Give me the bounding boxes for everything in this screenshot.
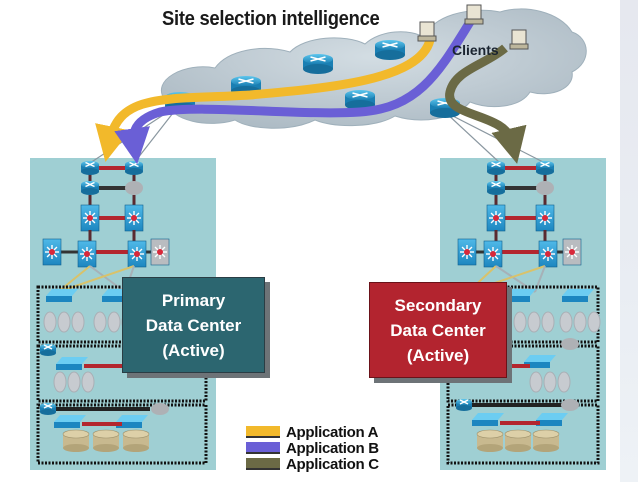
clients-label: Clients xyxy=(452,42,499,58)
primary-dc-label: Primary Data Center (Active) xyxy=(122,277,265,373)
legend-item-application-b: Application B xyxy=(246,439,379,457)
access-switch-icon xyxy=(116,415,148,428)
primary-dc-line1: Primary xyxy=(161,290,226,310)
access-switch-icon xyxy=(54,415,86,428)
access-switch-icon xyxy=(46,289,78,302)
primary-dc-line3: (Active) xyxy=(162,340,225,360)
aggregation-switch-icon xyxy=(127,240,147,268)
server-icon xyxy=(57,311,71,333)
secondary-dc-line2: Data Center xyxy=(390,320,486,340)
core-switch-icon xyxy=(535,204,555,232)
diagram-title: Site selection intelligence xyxy=(162,8,380,30)
server-icon xyxy=(93,311,107,333)
secondary-dc-line3: (Active) xyxy=(406,345,470,365)
load-balancer-icon xyxy=(40,344,56,356)
firewall-icon xyxy=(536,181,554,195)
aggregation-switch-icon xyxy=(538,240,558,268)
flow-application-c xyxy=(445,44,527,164)
client-pc-icon xyxy=(464,4,484,25)
server-icon xyxy=(81,371,95,393)
core-switch-icon xyxy=(486,204,506,232)
side-scroll-band xyxy=(620,0,638,482)
storage-icon xyxy=(476,429,504,452)
legend-swatch-a xyxy=(246,426,280,438)
access-switch-icon xyxy=(562,289,594,302)
server-icon xyxy=(587,311,601,333)
load-balancer-icon xyxy=(40,403,56,415)
edge-router-icon xyxy=(81,161,99,175)
server-icon xyxy=(543,371,557,393)
client-pc-icon xyxy=(417,21,437,42)
aggregation-switch-icon xyxy=(77,240,97,268)
legend-swatch-c xyxy=(246,458,280,470)
server-icon xyxy=(513,311,527,333)
firewall-icon xyxy=(125,181,143,195)
legend-label: Application C xyxy=(286,455,379,473)
secondary-dc-line1: Secondary xyxy=(394,295,482,315)
edge-router-icon xyxy=(536,161,554,175)
core-switch-icon xyxy=(80,204,100,232)
access-switch-icon xyxy=(536,413,568,426)
edge-router-icon xyxy=(487,161,505,175)
flow-application-b xyxy=(114,19,474,165)
storage-icon xyxy=(122,429,150,452)
storage-icon xyxy=(504,429,532,452)
service-switch-icon xyxy=(457,238,477,266)
legend: Application A Application B Application … xyxy=(246,423,379,473)
storage-icon xyxy=(62,429,90,452)
firewall-icon xyxy=(561,399,579,411)
server-icon xyxy=(53,371,67,393)
legend-item-application-a: Application A xyxy=(246,423,379,441)
legend-swatch-b xyxy=(246,442,280,454)
core-switch-icon xyxy=(124,204,144,232)
legend-item-application-c: Application C xyxy=(246,455,379,473)
server-icon xyxy=(573,311,587,333)
server-icon xyxy=(541,311,555,333)
service-switch-icon xyxy=(562,238,582,266)
aggregation-switch-icon xyxy=(483,240,503,268)
wan-cloud xyxy=(161,8,587,129)
server-icon xyxy=(527,311,541,333)
primary-dc-line2: Data Center xyxy=(145,315,242,335)
service-switch-icon xyxy=(150,238,170,266)
access-switch-icon xyxy=(472,413,504,426)
access-switch-icon xyxy=(504,289,536,302)
access-switch-icon xyxy=(524,355,556,368)
firewall-icon xyxy=(151,403,169,415)
access-switch-icon xyxy=(56,357,88,370)
client-pc-icon xyxy=(509,29,529,50)
storage-icon xyxy=(92,429,120,452)
service-switch-icon xyxy=(42,238,62,266)
server-icon xyxy=(67,371,81,393)
load-balancer-icon xyxy=(456,399,472,411)
pod-boundary xyxy=(36,403,208,465)
wan-router-icon xyxy=(303,54,333,74)
server-icon xyxy=(107,311,121,333)
storage-icon xyxy=(532,429,560,452)
edge-router-icon xyxy=(125,161,143,175)
firewall-icon xyxy=(561,338,579,350)
secondary-dc-label: Secondary Data Center (Active) xyxy=(369,282,507,378)
firewall-icon xyxy=(81,181,99,195)
legend-label: Application A xyxy=(286,423,379,441)
server-icon xyxy=(557,371,571,393)
server-icon xyxy=(529,371,543,393)
legend-label: Application B xyxy=(286,439,379,457)
wan-router-icon xyxy=(375,40,405,60)
server-icon xyxy=(43,311,57,333)
flow-application-a xyxy=(95,38,435,163)
firewall-icon xyxy=(487,181,505,195)
server-icon xyxy=(559,311,573,333)
server-icon xyxy=(71,311,85,333)
